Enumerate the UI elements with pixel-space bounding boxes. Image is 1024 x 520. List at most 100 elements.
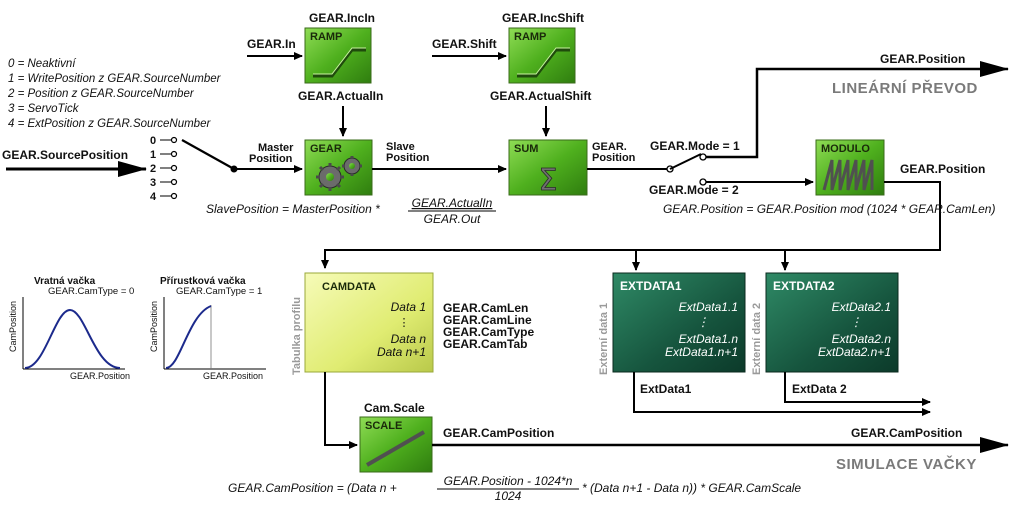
camdata-title: CAMDATA <box>322 281 376 293</box>
cam-caption: SIMULACE VAČKY <box>836 455 977 473</box>
gears-icon <box>316 156 362 191</box>
switch-pos-0: 0 <box>150 135 156 147</box>
gear-actualshift-label: GEAR.ActualShift <box>490 89 591 103</box>
camdata-vertical-label: Tabulka profilu <box>291 297 303 375</box>
ramp-2-icon <box>517 48 570 78</box>
legend-mode-2: 2 = Position z GEAR.SourceNumber <box>7 88 195 100</box>
extdata2-block: EXTDATA2 ExtData2.1 ⋮ ExtData2.n ExtData… <box>765 272 899 373</box>
param-camline: GEAR.CamLine <box>443 313 532 327</box>
plot2-xlabel: GEAR.Position <box>203 371 263 381</box>
sawtooth-icon <box>822 159 874 191</box>
legend-mode-4: 4 = ExtPosition z GEAR.SourceNumber <box>8 118 211 130</box>
plot1-title: Vratná vačka <box>34 276 96 287</box>
modulo-output-line <box>321 181 941 269</box>
extdata1-row-1: ExtData1.1 <box>679 300 738 314</box>
cam-position-final-label: GEAR.CamPosition <box>851 426 962 440</box>
linear-caption: LINEÁRNÍ PŘEVOD <box>832 79 978 97</box>
mode-2-label: GEAR.Mode = 2 <box>649 183 739 197</box>
cam-scale-label: Cam.Scale <box>364 401 425 415</box>
scale-slope-icon <box>365 430 426 467</box>
gear-incshift-label: GEAR.IncShift <box>502 11 584 25</box>
plot2-ylabel: CamPosition <box>149 301 159 352</box>
gear-formula: SlavePosition = MasterPosition * GEAR.Ac… <box>206 196 496 226</box>
sum-out-label-1: GEAR. <box>592 141 627 153</box>
gear-formula-numerator: GEAR.ActualIn <box>412 196 493 210</box>
extdata2-output-line <box>784 372 931 406</box>
switch-pos-2: 2 <box>150 163 156 175</box>
modulo-block: MODULO <box>815 139 885 196</box>
master-position-label-2: Position <box>249 153 293 165</box>
gear-incin-label: GEAR.IncIn <box>309 11 375 25</box>
extdata2-row-ellipsis: ⋮ <box>850 315 862 329</box>
extdata1-row-n1: ExtData1.n+1 <box>665 345 738 359</box>
extdata1-row-n: ExtData1.n <box>679 332 739 346</box>
plot1-type-label: GEAR.CamType = 0 <box>48 286 134 297</box>
camdata-row-n1: Data n+1 <box>377 345 426 359</box>
plot-vratna-vacka: Vratná vačka GEAR.CamType = 0 CamPositio… <box>8 276 134 381</box>
legend-mode-1: 1 = WritePosition z GEAR.SourceNumber <box>8 73 222 85</box>
cam-formula-right: * (Data n+1 - Data n)) * GEAR.CamScale <box>582 481 801 495</box>
ramp-1-title: RAMP <box>310 31 342 43</box>
sigma-icon: Σ <box>539 163 558 198</box>
extdata1-title: EXTDATA1 <box>620 279 682 293</box>
cam-formula-numerator: GEAR.Position - 1024*n <box>444 474 573 488</box>
gear-actualin-label: GEAR.ActualIn <box>298 89 383 103</box>
scale-block: SCALE <box>359 416 433 473</box>
param-camlen: GEAR.CamLen <box>443 301 528 315</box>
gear-shift-label: GEAR.Shift <box>432 37 497 51</box>
ramp-block-1: RAMP <box>304 27 372 84</box>
plot1-curve <box>24 308 121 369</box>
sum-block: SUM Σ <box>508 139 588 198</box>
sum-block-title: SUM <box>514 143 538 155</box>
extdata2-output-label: ExtData 2 <box>792 382 847 396</box>
extdata2-row-1: ExtData2.1 <box>832 300 891 314</box>
cam-position-formula: GEAR.CamPosition = (Data n + GEAR.Positi… <box>228 474 801 503</box>
switch-pos-4: 4 <box>150 191 157 203</box>
extdata1-row-ellipsis: ⋮ <box>697 315 709 329</box>
switch-pos-1: 1 <box>150 149 156 161</box>
plot2-curve <box>165 305 212 369</box>
extdata1-vertical-label: Externí data 1 <box>598 303 610 375</box>
linear-output-arrow <box>706 61 1009 159</box>
source-selector-switch: 0 1 2 3 4 <box>150 135 238 203</box>
gear-formula-denominator: GEAR.Out <box>424 212 481 226</box>
extdata1-output-line <box>633 372 931 416</box>
param-camtype: GEAR.CamType <box>443 325 534 339</box>
mode-switch: GEAR.Mode = 1 GEAR.Mode = 2 <box>587 139 740 197</box>
master-position-label-1: Master <box>258 142 294 154</box>
ramp-block-2: RAMP <box>508 27 576 84</box>
extdata2-vertical-label: Externí data 2 <box>751 303 763 375</box>
modulo-output-label: GEAR.Position <box>900 162 985 176</box>
cam-formula-denominator: 1024 <box>495 489 522 503</box>
gear-formula-left: SlavePosition = MasterPosition * <box>206 202 380 216</box>
source-position-label: GEAR.SourcePosition <box>2 148 128 162</box>
scale-block-title: SCALE <box>365 420 402 432</box>
cam-formula-left: GEAR.CamPosition = (Data n + <box>228 481 397 495</box>
mode-1-label: GEAR.Mode = 1 <box>650 139 740 153</box>
extdata1-output-label: ExtData1 <box>640 382 692 396</box>
plot2-title: Přírustková vačka <box>160 276 246 287</box>
camdata-row-n: Data n <box>391 332 427 346</box>
gear-block: GEAR <box>304 139 373 196</box>
modulo-block-title: MODULO <box>821 143 870 155</box>
slave-position-label-2: Position <box>386 152 430 164</box>
ramp-2-title: RAMP <box>514 31 546 43</box>
plot2-type-label: GEAR.CamType = 1 <box>176 286 262 297</box>
gear-in-label: GEAR.In <box>247 37 296 51</box>
switch-pos-3: 3 <box>150 177 156 189</box>
camdata-params: GEAR.CamLen GEAR.CamLine GEAR.CamType GE… <box>443 301 534 351</box>
plot-prirustkova-vacka: Přírustková vačka GEAR.CamType = 1 CamPo… <box>149 276 266 381</box>
plot1-xlabel: GEAR.Position <box>70 371 130 381</box>
extdata2-row-n: ExtData2.n <box>832 332 892 346</box>
legend-mode-3: 3 = ServoTick <box>8 103 80 115</box>
camdata-row-ellipsis: ⋮ <box>399 317 410 329</box>
legend-mode-0: 0 = Neaktivní <box>8 58 77 70</box>
param-camtab: GEAR.CamTab <box>443 337 527 351</box>
slave-position-label-1: Slave <box>386 141 415 153</box>
extdata2-row-n1: ExtData2.n+1 <box>818 345 891 359</box>
ramp-1-icon <box>313 48 366 78</box>
extdata1-block: EXTDATA1 ExtData1.1 ⋮ ExtData1.n ExtData… <box>612 272 746 373</box>
gear-block-title: GEAR <box>310 143 342 155</box>
camdata-block: CAMDATA Data 1 ⋮ Data n Data n+1 <box>304 272 434 373</box>
